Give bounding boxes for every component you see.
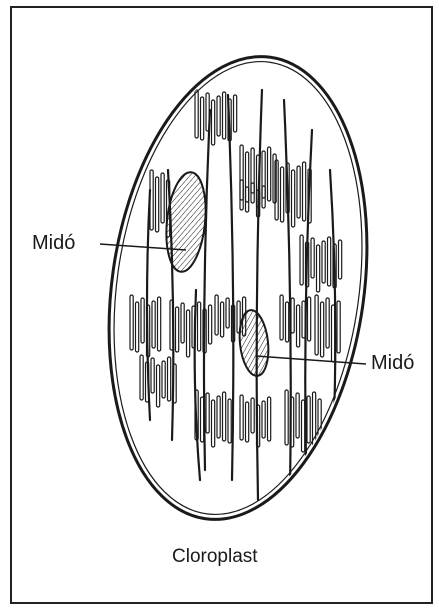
granum-disc [296, 393, 299, 438]
granum-disc [195, 90, 198, 138]
granum-disc [170, 300, 173, 350]
granum-disc [181, 303, 184, 343]
granum-disc [285, 390, 288, 445]
leader-line-right [256, 356, 366, 364]
granum-disc [187, 310, 190, 357]
granum-disc [240, 180, 243, 210]
granum-disc [262, 186, 265, 208]
granum-disc [223, 392, 226, 441]
granum-disc [173, 364, 176, 403]
granum-disc [168, 357, 171, 401]
granum-disc [176, 307, 179, 352]
granum-disc [292, 170, 295, 227]
granum-disc [206, 393, 209, 433]
granum-disc [246, 187, 249, 212]
granum-disc [262, 401, 265, 438]
granum-disc [161, 173, 164, 223]
granum-disc [268, 147, 271, 201]
granum-disc [307, 396, 310, 443]
granum-disc [217, 396, 220, 438]
granum-disc [281, 167, 284, 222]
granum-disc [240, 395, 243, 440]
granum-disc [228, 399, 231, 443]
granum-disc [162, 361, 165, 398]
lamella [330, 170, 335, 420]
granum-disc [246, 402, 249, 442]
granum-disc [217, 96, 220, 136]
granum-disc [268, 397, 271, 441]
granum-disc [136, 302, 139, 352]
granum-disc [300, 235, 303, 285]
granum-disc [251, 398, 254, 433]
granum-disc [221, 302, 224, 337]
granum-disc [130, 295, 133, 350]
granum-disc [223, 92, 226, 139]
granum-disc [152, 301, 155, 348]
granum-disc [201, 397, 204, 442]
granum-disc [234, 95, 237, 132]
granum-disc [192, 306, 195, 348]
granum-disc [206, 93, 209, 131]
granum-disc [302, 301, 305, 338]
granum-disc [212, 400, 215, 447]
granum-disc [280, 295, 283, 340]
granum-disc [339, 240, 342, 279]
granum-disc [302, 400, 305, 452]
granum-disc [337, 301, 340, 353]
chloroplast-outer-membrane [81, 40, 395, 537]
granum-disc [326, 298, 329, 348]
mido-body-right [237, 309, 272, 378]
granum-disc [140, 355, 143, 400]
granum-disc [286, 302, 289, 342]
granum-disc [332, 305, 335, 362]
mido-label-left: Midó [32, 232, 75, 255]
granum-disc [297, 305, 300, 347]
granum-disc [321, 302, 324, 357]
granum-disc [201, 97, 204, 140]
granum-disc [215, 295, 218, 335]
granum-disc [158, 297, 161, 351]
granum-disc [141, 298, 144, 343]
granum-disc [151, 358, 154, 393]
granum-disc [156, 177, 159, 232]
granum-disc [226, 298, 229, 328]
granum-disc [315, 295, 318, 355]
granum-disc [303, 162, 306, 221]
granum-disc [317, 245, 320, 292]
granum-disc [212, 100, 215, 145]
granum-disc [150, 170, 153, 230]
thylakoid-lamellae [130, 90, 342, 500]
granum-disc [328, 237, 331, 286]
granum-disc [297, 166, 300, 218]
granum-disc [209, 305, 212, 344]
granum-disc [291, 298, 294, 333]
figure-caption: Cloroplast [172, 546, 258, 568]
granum-disc [311, 238, 314, 278]
granum-disc [198, 302, 201, 351]
granum-disc [291, 397, 294, 447]
granum-disc [157, 365, 160, 407]
mido-label-right: Midó [371, 352, 414, 375]
granum-disc [322, 241, 325, 283]
chloroplast-inner-membrane [86, 45, 389, 530]
granum-disc [308, 297, 311, 341]
